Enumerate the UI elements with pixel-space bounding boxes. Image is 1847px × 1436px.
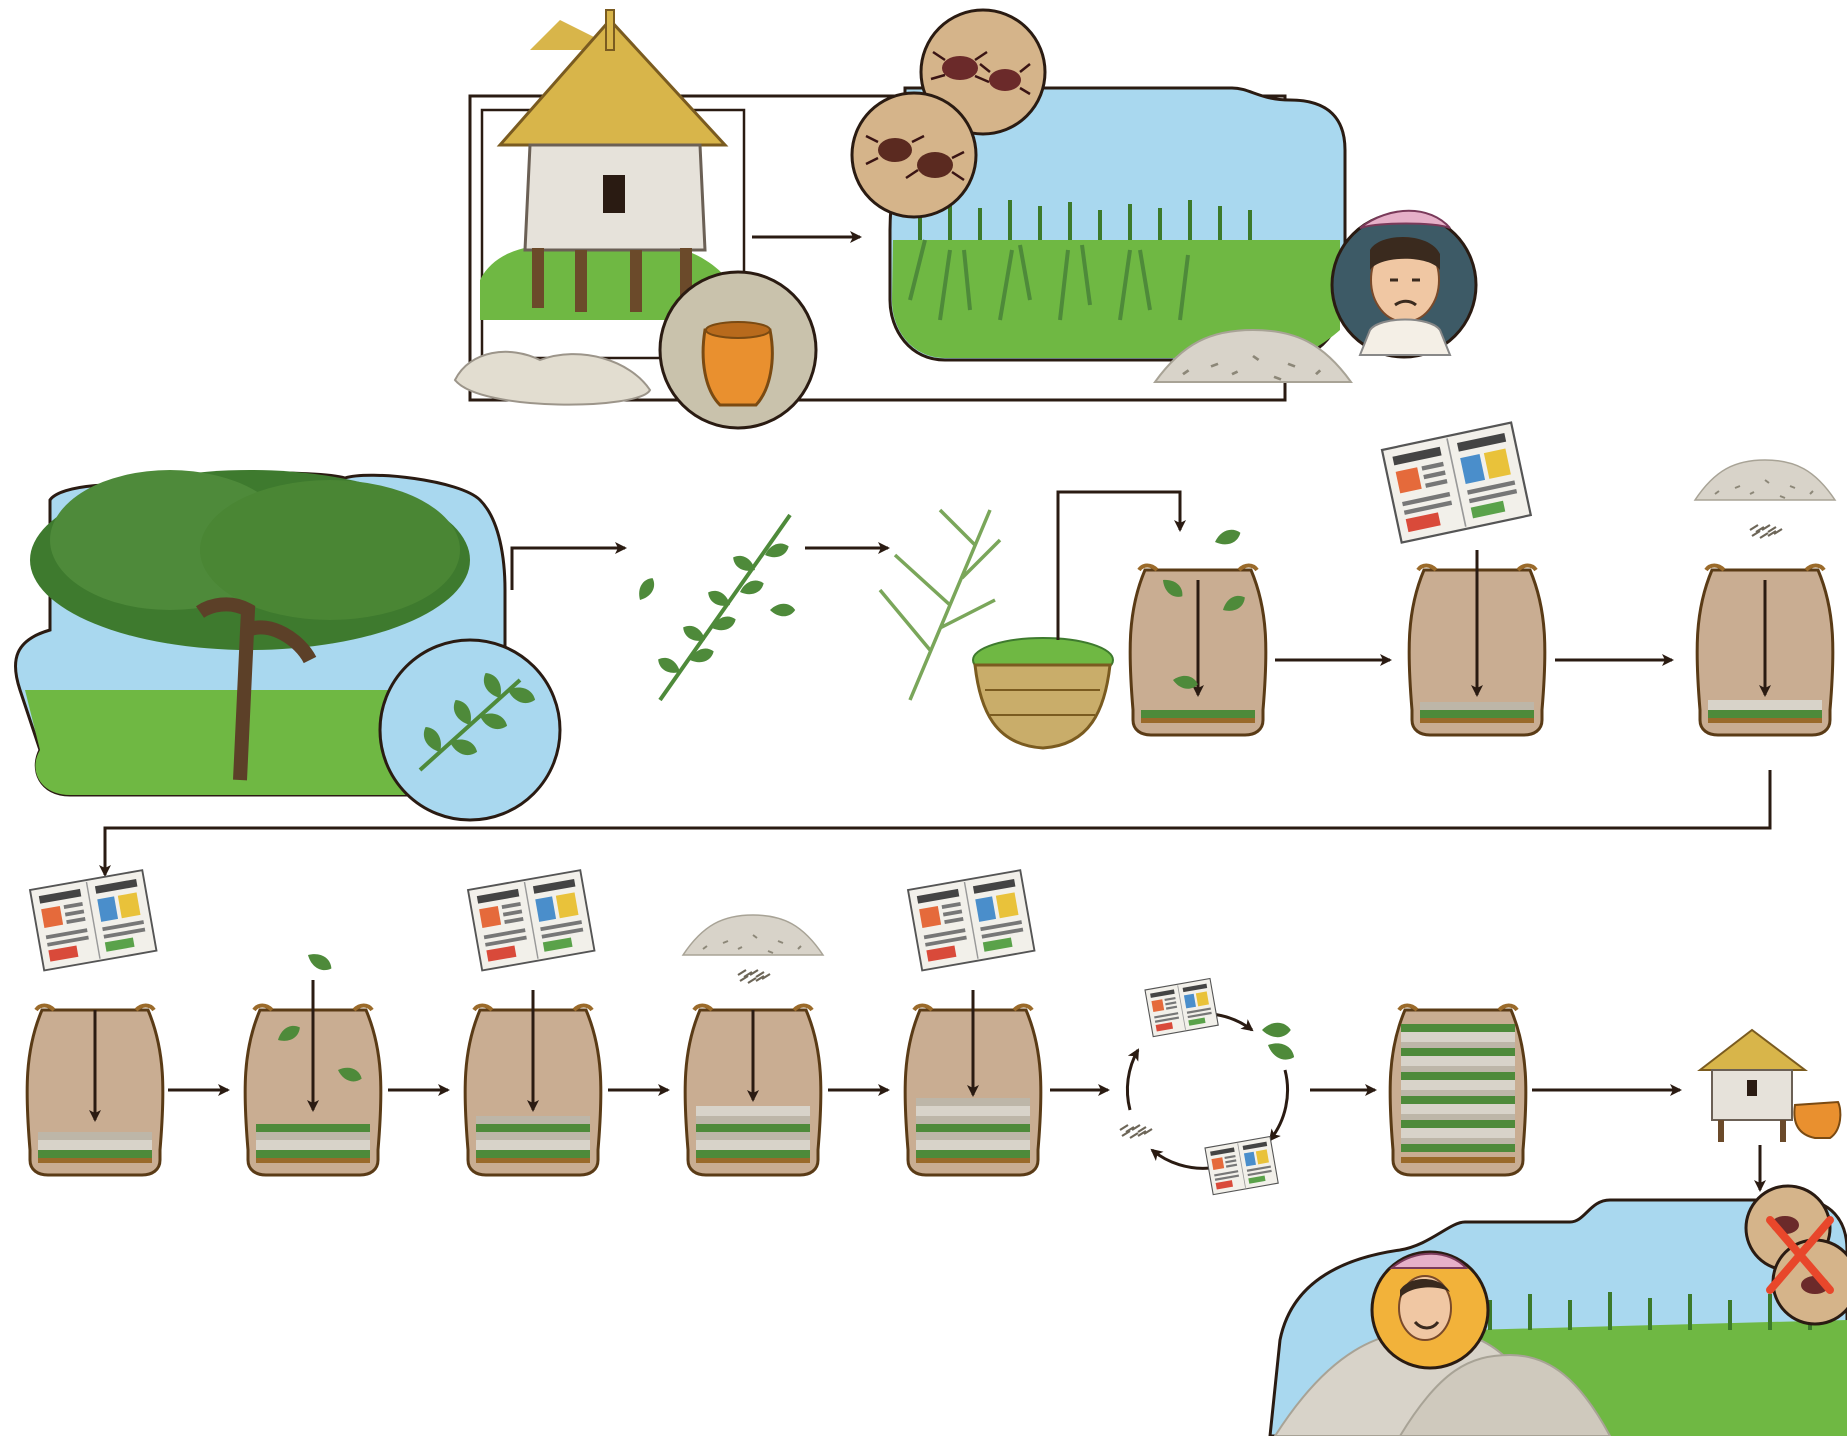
basket-icon <box>972 637 1114 750</box>
pot-step-6 <box>465 869 601 1175</box>
pot-step-5 <box>245 949 381 1175</box>
result-panel <box>1268 1184 1847 1436</box>
neem-leaf-icon <box>378 638 562 822</box>
arrow-row2-to-row3 <box>99 770 1772 877</box>
neem-leaf-icon <box>304 949 335 975</box>
neem-branch-icon <box>634 513 796 702</box>
rice-pile-icon <box>1694 459 1836 540</box>
arrow-tree-to-leaves <box>510 542 627 590</box>
cross-mark-icon <box>1744 1184 1847 1326</box>
pot-step-1 <box>1130 526 1266 735</box>
storage-panel <box>453 9 1287 430</box>
weevil-insect-icon <box>850 91 978 219</box>
neem-tree-icon <box>30 470 470 781</box>
granary-hut-icon <box>1697 1028 1842 1142</box>
rice-sacks <box>453 350 652 406</box>
cycle-arrows-icon <box>1118 977 1298 1196</box>
pot-step-8 <box>905 869 1041 1175</box>
newspaper-icon <box>1380 421 1532 544</box>
neem-tree-panel <box>13 470 562 822</box>
clay-pot-inset <box>658 270 818 430</box>
weevil-insect-icon <box>919 8 1047 136</box>
newspaper-icon <box>29 869 158 972</box>
rice-pile-icon <box>1273 1328 1612 1436</box>
rice-pile-icon <box>682 914 824 985</box>
happy-farmer-icon <box>1370 1250 1490 1370</box>
pot-step-4 <box>27 869 163 1175</box>
neem-leaf-icon <box>1212 526 1243 549</box>
pot-step-7 <box>682 914 824 1175</box>
newspaper-icon <box>907 869 1036 972</box>
newspaper-icon <box>467 869 596 972</box>
pot-step-2 <box>1380 421 1545 735</box>
problem-panel <box>850 8 1478 384</box>
pot-full-layers <box>1390 1006 1526 1176</box>
granary-hut-icon <box>480 9 740 320</box>
worried-farmer-icon <box>1330 209 1478 359</box>
bare-stem-icon <box>878 508 1002 701</box>
pot-step-3 <box>1694 459 1836 735</box>
arrow-basket-to-pot <box>1056 490 1186 640</box>
